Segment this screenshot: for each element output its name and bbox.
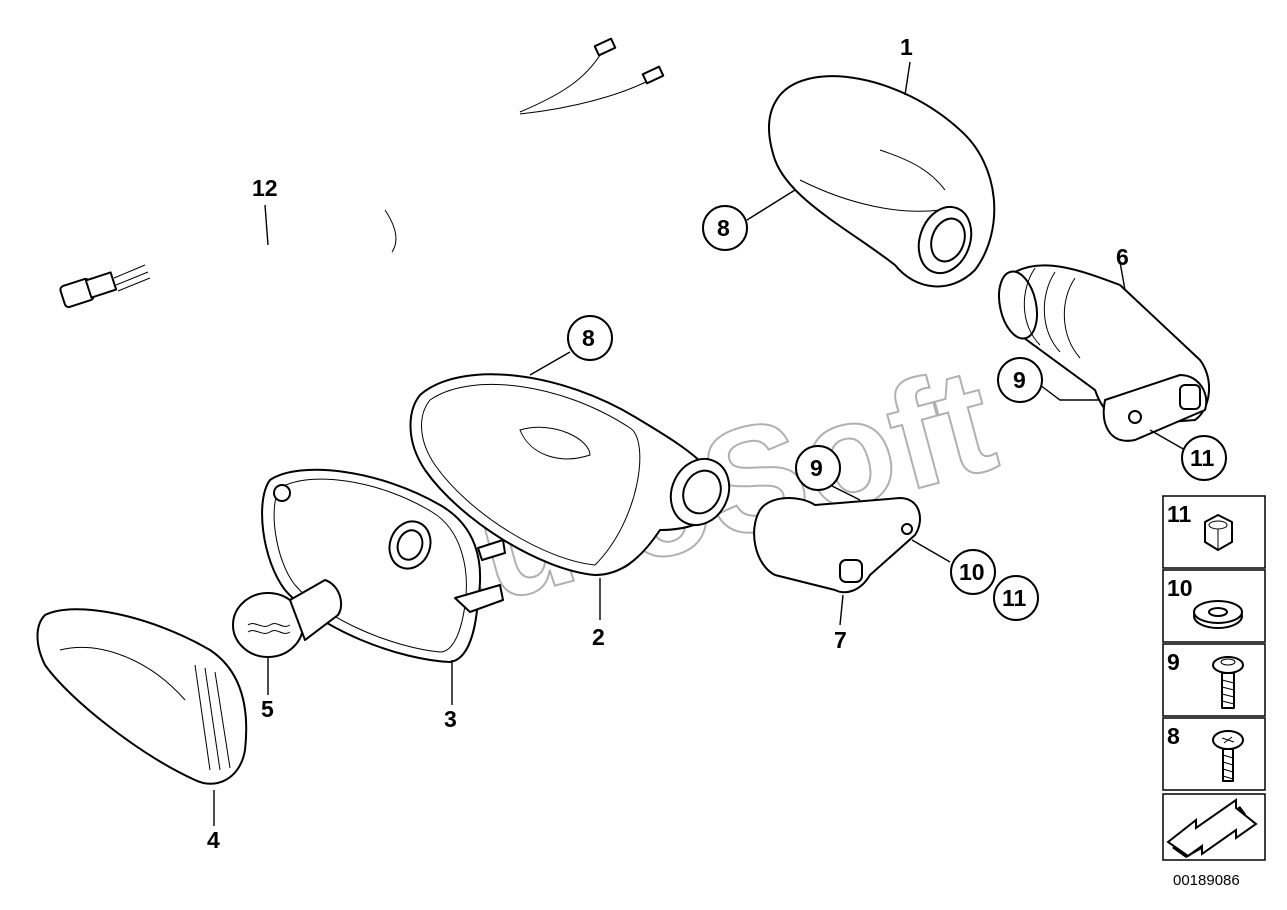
legend-label-10: 10 [1167, 575, 1193, 601]
callout-8-mid: 8 [582, 325, 595, 351]
callout-circle [795, 445, 841, 491]
callout-9-right: 9 [1013, 367, 1026, 393]
legend-box [1162, 717, 1266, 791]
callout-11-right: 11 [1190, 445, 1215, 471]
callout-10: 10 [959, 559, 985, 585]
callout-4: 4 [207, 827, 220, 853]
callout-circle [567, 315, 613, 361]
part-bulb [232, 579, 343, 658]
callout-3: 3 [444, 706, 457, 732]
callout-circle [997, 357, 1043, 403]
callout-6: 6 [1116, 244, 1129, 270]
callout-12: 12 [252, 175, 278, 201]
legend-box [1162, 643, 1266, 717]
callout-circle [993, 575, 1039, 621]
drawing-number: 00189086 [1173, 872, 1240, 889]
phillips-screw-icon [1212, 730, 1244, 782]
callout-11-mid: 11 [1002, 585, 1027, 611]
callout-5: 5 [261, 696, 274, 722]
part-lens-housing [409, 373, 731, 576]
callout-1: 1 [900, 34, 913, 60]
leader-lines [213, 61, 1186, 826]
part-wiring-harness [59, 37, 665, 309]
callout-circle [702, 205, 748, 251]
washer-icon [1193, 600, 1243, 629]
callout-7: 7 [834, 627, 847, 653]
callout-9-mid: 9 [810, 455, 823, 481]
callout-circle [1181, 435, 1227, 481]
legend-label-9: 9 [1167, 649, 1180, 675]
hex-screw-icon [1212, 656, 1244, 709]
hex-nut-icon [1204, 514, 1233, 551]
part-outer-lens [36, 608, 248, 785]
part-rubber-mount [998, 264, 1211, 442]
legend-label-8: 8 [1167, 723, 1180, 749]
callout-8-top: 8 [717, 215, 730, 241]
callouts: 1 8 6 9 11 8 2 9 10 11 7 3 5 4 12 [207, 34, 1227, 853]
legend: 11 10 9 8 [1162, 495, 1266, 889]
part-bracket [753, 497, 921, 594]
part-housing-top [768, 75, 996, 288]
callout-2: 2 [592, 624, 605, 650]
arrow-icon [1166, 798, 1258, 858]
callout-circle [950, 549, 996, 595]
legend-label-11: 11 [1167, 501, 1192, 527]
